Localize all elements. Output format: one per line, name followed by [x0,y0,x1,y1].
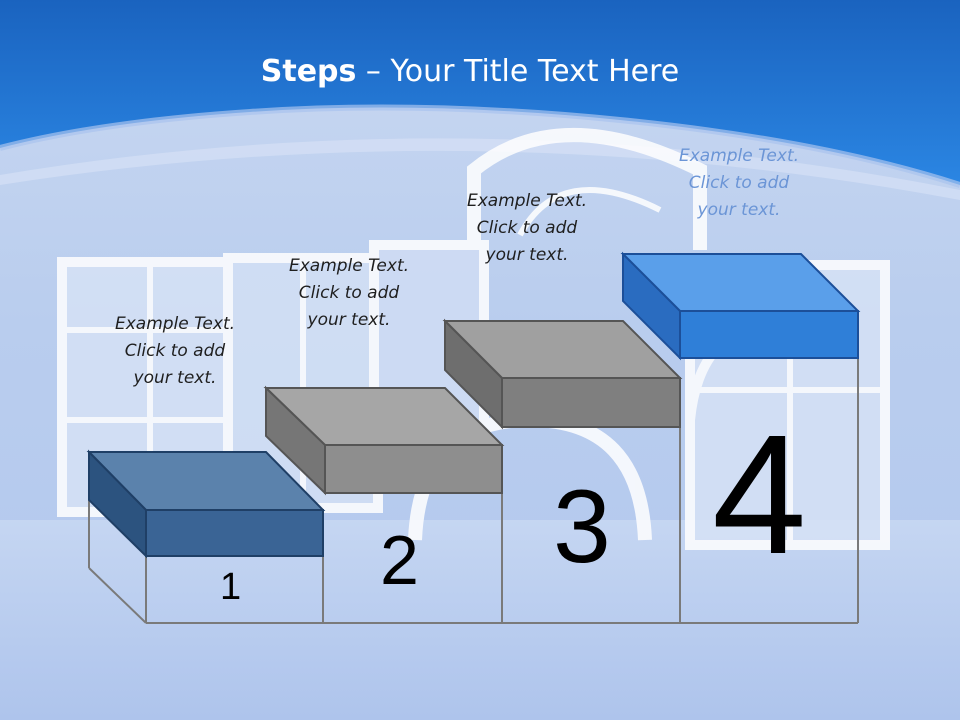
step-3-line-1: Example Text. [466,191,588,211]
step-1-line-2: Click to add [124,341,226,361]
step-4-block[interactable] [620,251,861,361]
step-2-line-2: Click to add [298,283,400,303]
step-1-block[interactable] [86,449,326,559]
step-3-number: 3 [553,469,611,585]
step-4-number: 4 [712,400,807,590]
step-4-line-2: Click to add [688,173,790,193]
step-1-line-1: Example Text. [114,314,236,334]
step-4-line-3: your text. [697,200,781,220]
step-4-text[interactable]: Example Text. Click to add your text. [649,143,829,224]
step-3-text[interactable]: Example Text. Click to add your text. [437,188,617,269]
step-1-number: 1 [220,566,242,608]
step-2-text[interactable]: Example Text. Click to add your text. [259,253,439,334]
step-3-block[interactable] [442,318,683,430]
header-wave [0,0,960,185]
step-2-line-1: Example Text. [288,256,410,276]
step-2-line-3: your text. [307,310,391,330]
step-3-line-2: Click to add [476,218,578,238]
staircase-outline [88,357,859,624]
step-3-line-3: your text. [485,245,569,265]
step-2-number: 2 [380,521,419,599]
slide-title[interactable]: Steps – Your Title Text Here [0,54,940,89]
step-1-text[interactable]: Example Text. Click to add your text. [85,311,265,392]
title-rest: – Your Title Text Here [356,54,680,89]
step-2-block[interactable] [263,385,505,496]
step-4-line-1: Example Text. [678,146,800,166]
step-1-line-3: your text. [133,368,217,388]
title-bold: Steps [260,54,357,89]
